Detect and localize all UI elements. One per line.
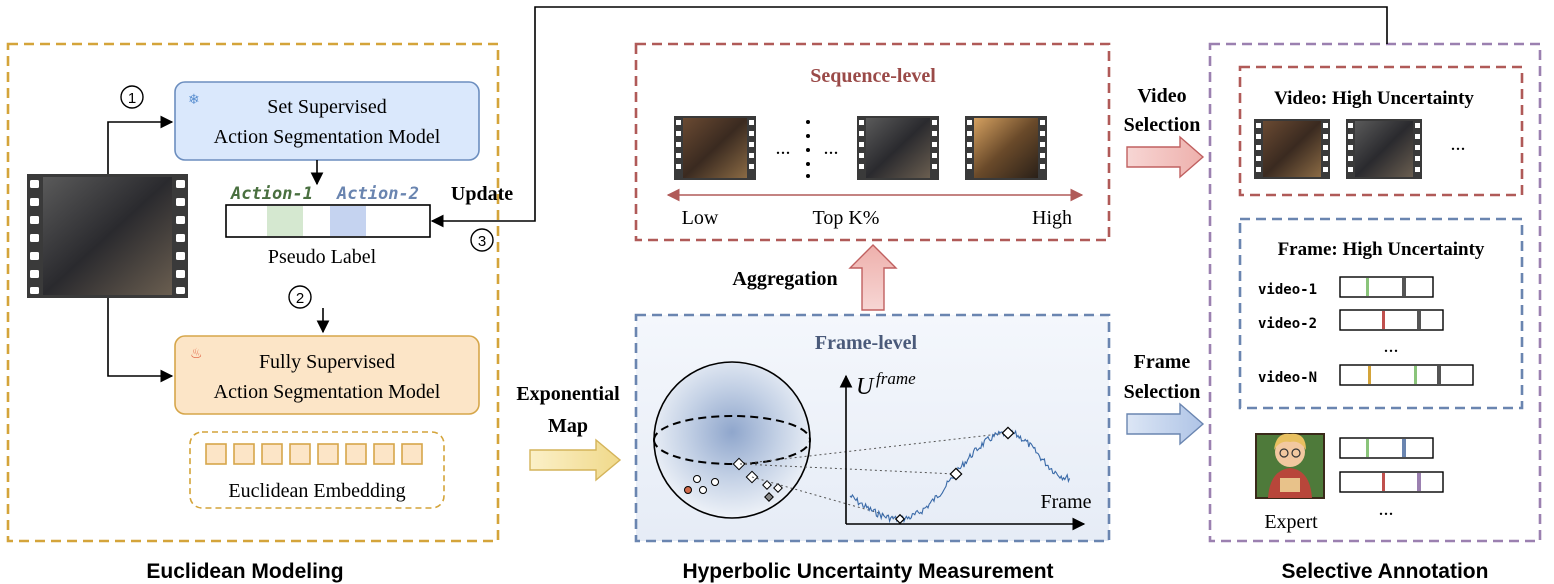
video-high-uncertainty-box (1238, 65, 1524, 197)
action-1-label: Action-1 (230, 184, 313, 204)
svg-text:3: 3 (478, 233, 486, 250)
sphere-points (684, 457, 783, 502)
expert-avatar-icon (1255, 433, 1325, 499)
video-1-bar (1339, 276, 1434, 298)
aggregation-label: Aggregation (732, 268, 837, 290)
hyperbolic-sphere (653, 361, 811, 519)
set-supervised-model-box (174, 81, 480, 161)
embedding-cell (373, 443, 395, 465)
svg-text:1: 1 (128, 90, 136, 107)
euclidean-embedding-label: Euclidean Embedding (228, 480, 405, 502)
aggregation-arrow (848, 244, 898, 311)
video-high-uncertainty-title: Video: High Uncertainty (1274, 88, 1474, 109)
update-feedback-arrow (430, 6, 1388, 228)
video-2-bar (1339, 309, 1444, 331)
sequence-level-box (634, 42, 1111, 242)
frame-level-title: Frame-level (815, 332, 918, 354)
frame-high-uncertainty-box (1238, 217, 1524, 410)
expert-ellipsis: ... (1379, 498, 1394, 520)
projection-lines (739, 432, 1009, 520)
embedding-cells (205, 443, 423, 465)
video-n-bar (1339, 364, 1474, 386)
embedding-cell (345, 443, 367, 465)
video-ellipsis: ... (1451, 133, 1466, 155)
expert-bar-2 (1339, 471, 1444, 493)
seq-ellipsis-2: ... (824, 137, 839, 159)
embedding-cell (261, 443, 283, 465)
frame-selection-label-line2: Selection (1124, 381, 1201, 403)
selective-annotation-box (1208, 42, 1542, 543)
embedding-cell (233, 443, 255, 465)
snowflake-icon: ❄ (188, 91, 200, 107)
curve-markers (894, 426, 1015, 525)
full-model-label-line2: Action Segmentation Model (214, 381, 441, 403)
seq-vertical-dots (806, 120, 810, 178)
embedding-cell (317, 443, 339, 465)
embedding-cell (401, 443, 423, 465)
expert-bar-1 (1339, 437, 1434, 459)
frame-axis-label: Frame (1040, 491, 1091, 513)
scale-high-label: High (1032, 207, 1072, 229)
step-2-circle: 2 (288, 285, 312, 309)
scale-topk-label: Top K% (813, 207, 880, 229)
selective-annotation-title: Selective Annotation (1282, 560, 1489, 583)
frame-selection-label-line1: Frame (1134, 351, 1191, 373)
action-2-label: Action-2 (336, 184, 419, 204)
hyperbolic-title: Hyperbolic Uncertainty Measurement (682, 560, 1053, 583)
frame-selection-arrow (1126, 402, 1205, 446)
seq-frame-3 (965, 116, 1047, 180)
set-model-label-line2: Action Segmentation Model (214, 126, 441, 148)
embedding-cell (205, 443, 227, 465)
seq-ellipsis-1: ... (776, 137, 791, 159)
pseudo-label-text: Pseudo Label (268, 246, 377, 268)
flame-icon: ♨ (190, 345, 203, 361)
frame-high-uncertainty-title: Frame: High Uncertainty (1278, 239, 1485, 260)
step-1-circle: 1 (120, 85, 144, 109)
exp-map-label-line1: Exponential (516, 383, 620, 405)
embedding-cell (289, 443, 311, 465)
pseudo-label-bar (225, 204, 431, 238)
video-1-label: video-1 (1258, 282, 1317, 298)
seq-frame-2 (857, 116, 939, 180)
step-3-circle: 3 (470, 228, 494, 252)
exp-map-arrow (529, 438, 622, 482)
exp-map-label-line2: Map (548, 415, 588, 437)
video-selection-arrow (1126, 135, 1205, 179)
svg-text:2: 2 (296, 290, 304, 307)
video-2-label: video-2 (1258, 316, 1317, 332)
full-model-label-line1: Fully Supervised (259, 351, 395, 373)
fully-supervised-model-box (174, 335, 480, 415)
video-n-label: video-N (1258, 370, 1317, 386)
u-frame-label: U (856, 374, 875, 400)
arrow-video-to-full-model (107, 298, 174, 383)
uncertainty-curve (849, 428, 1071, 524)
expert-label: Expert (1264, 511, 1318, 533)
video-selection-label-line1: Video (1137, 85, 1186, 107)
set-model-label-line1: Set Supervised (267, 96, 386, 118)
video-selection-label-line2: Selection (1124, 114, 1201, 136)
selected-video-2 (1346, 119, 1422, 179)
arrow-video-to-set-model (107, 115, 174, 174)
u-frame-superscript: frame (876, 369, 916, 388)
seq-frame-1 (674, 116, 756, 180)
selected-video-1 (1254, 119, 1330, 179)
frame-rows-ellipsis: ... (1384, 335, 1399, 357)
euclidean-embedding-box (189, 431, 445, 509)
scale-low-label: Low (682, 207, 719, 229)
euclidean-modeling-title: Euclidean Modeling (146, 560, 343, 583)
update-label: Update (451, 183, 513, 205)
euclidean-modeling-box (6, 42, 500, 543)
sequence-level-title: Sequence-level (810, 65, 936, 87)
input-video-filmstrip (27, 174, 188, 298)
